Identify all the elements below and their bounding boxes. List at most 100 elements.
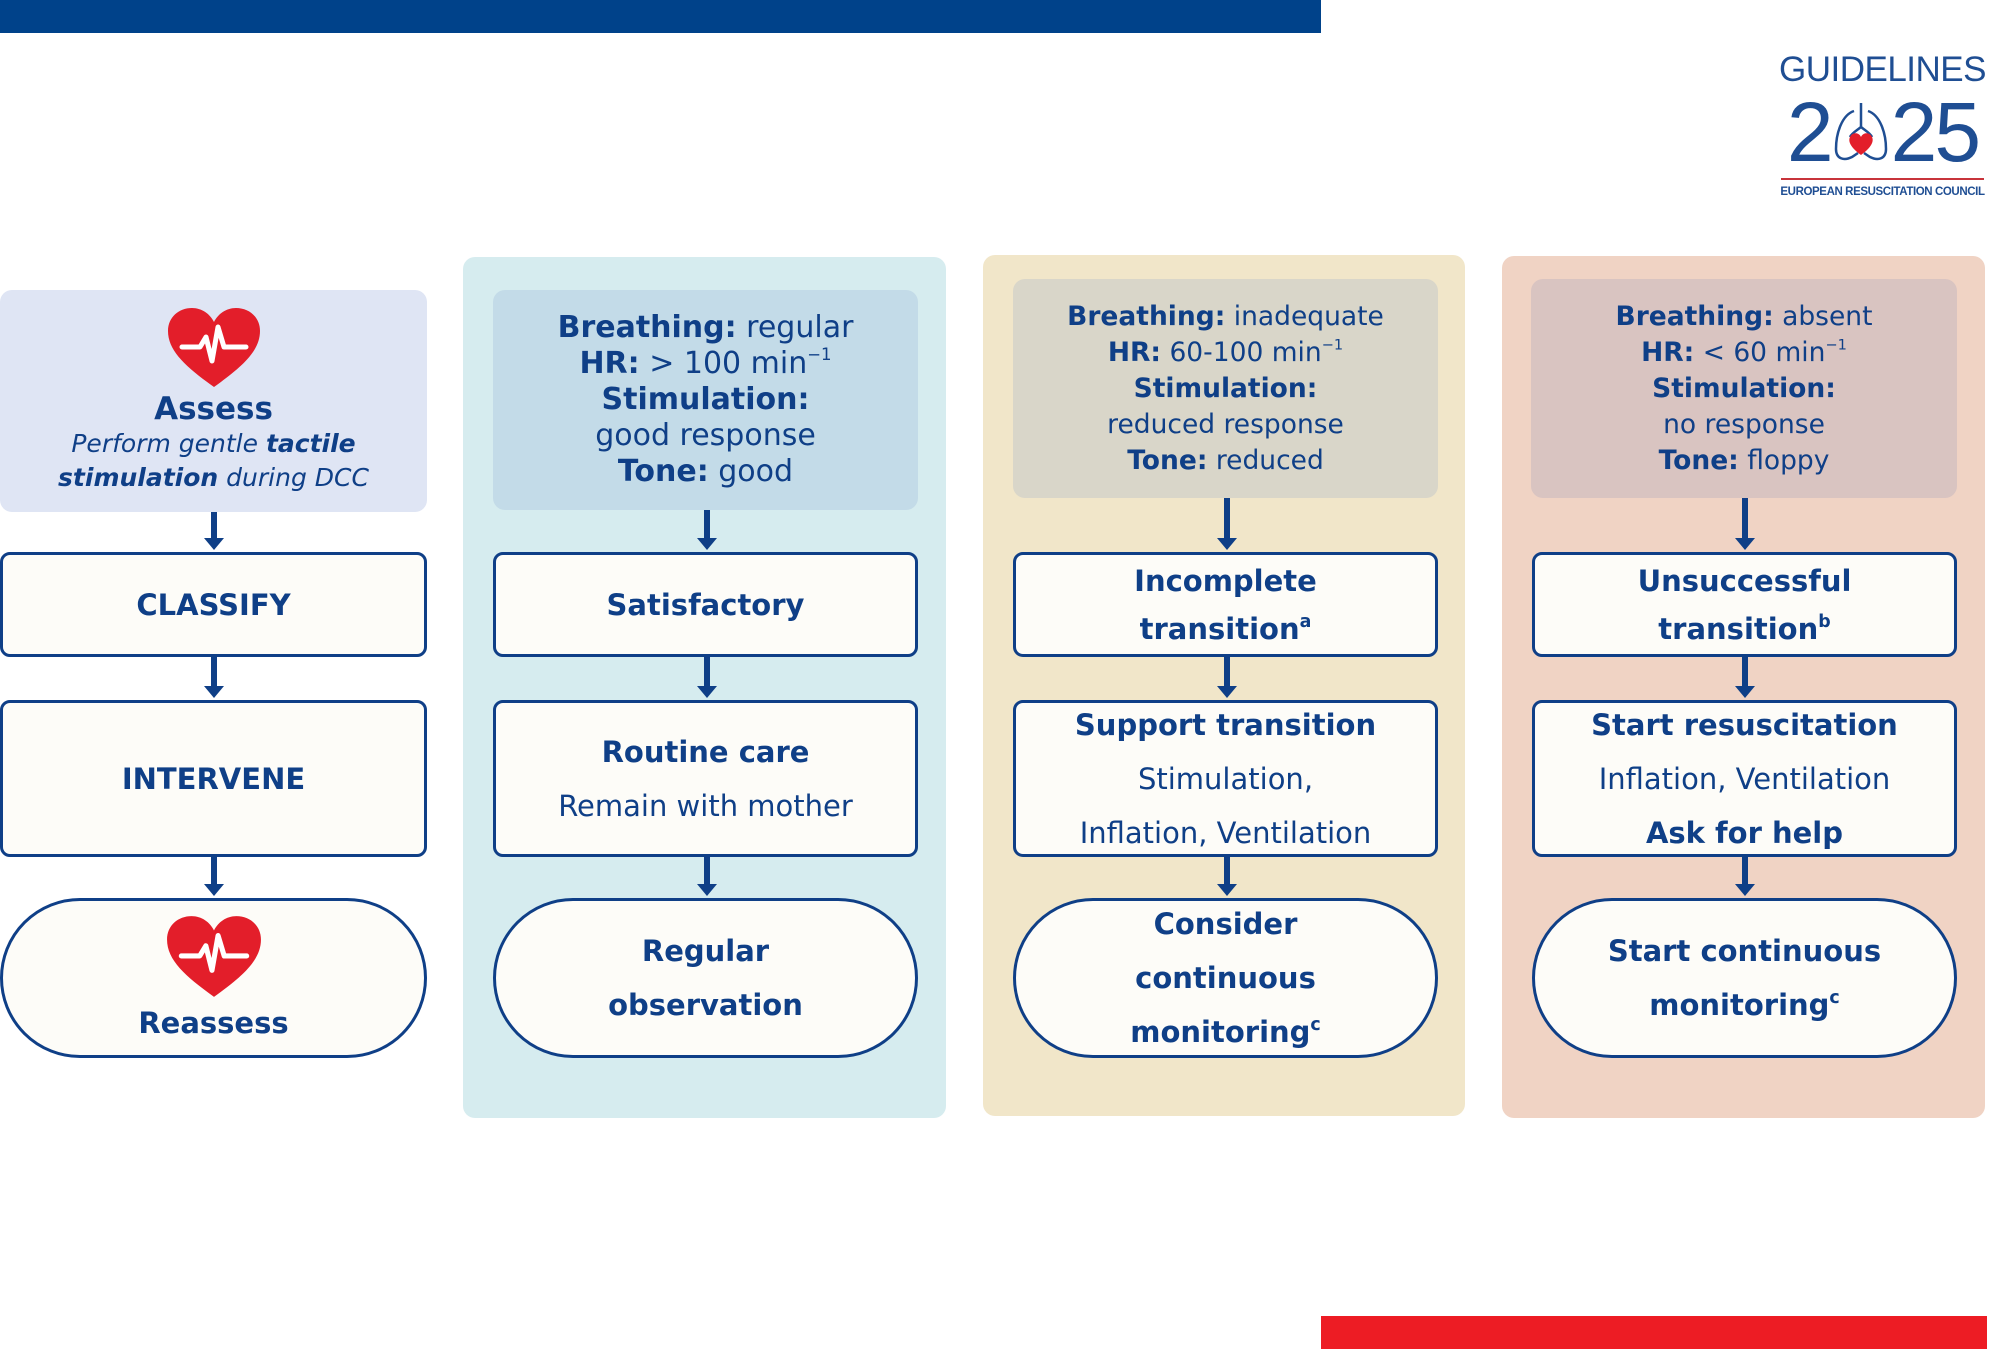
criteria-unit-exponent: −1 [1825, 335, 1847, 353]
classify-label: CLASSIFY [136, 587, 291, 622]
classification-label: transitiona [1140, 602, 1312, 656]
start-monitoring-reassess: Start continuous monitoringc [1532, 898, 1957, 1058]
intervention-line: Stimulation, [1137, 761, 1314, 796]
reassess-line: Consider [1153, 907, 1298, 941]
criteria-label: HR: [1641, 336, 1695, 368]
classification-label: Unsuccessful [1637, 563, 1852, 598]
criteria-stimulation: Stimulation: [1531, 371, 1957, 407]
criteria-label: HR: [1107, 336, 1162, 368]
reassess-line: Regular [641, 934, 770, 968]
criteria-label: Tone: [1658, 444, 1739, 476]
criteria-label: Breathing: [1615, 300, 1774, 332]
classification-text: transition [1658, 611, 1819, 646]
logo-guidelines-text: GUIDELINES [1779, 50, 1987, 89]
criteria-hr: HR: < 60 min−1 [1531, 335, 1957, 371]
criteria-value: regular [736, 310, 854, 345]
logo-year-suffix: 25 [1890, 85, 1981, 179]
criteria-label: Tone: [617, 454, 709, 489]
criteria-value: good [708, 454, 794, 489]
reassess-line: monitoringc [1130, 1005, 1320, 1059]
intervention-emphasis: Ask for help [1645, 815, 1844, 850]
criteria-label: Tone: [1127, 444, 1208, 476]
assess-box: Assess Perform gentle tactile stimulatio… [0, 290, 427, 512]
flow-arrow-down-icon [1215, 657, 1239, 700]
heart-pulse-icon [167, 308, 260, 387]
footnote-marker: c [1310, 1014, 1321, 1035]
criteria-value: inadequate [1225, 300, 1384, 332]
logo-organisation: EUROPEAN RESUSCITATION COUNCIL [1780, 186, 1985, 198]
heart-pulse-icon [166, 916, 261, 997]
reassess-line: monitoringc [1649, 978, 1839, 1032]
flow-arrow-down-icon [695, 510, 719, 552]
flow-arrow-down-icon [202, 512, 226, 552]
criteria-label: Stimulation: [601, 382, 810, 417]
intervene-step: INTERVENE [0, 700, 427, 857]
criteria-value: < 60 min [1694, 336, 1826, 368]
routine-care-intervention: Routine care Remain with mother [493, 700, 918, 857]
criteria-tone: Tone: good [493, 454, 918, 490]
assess-title: Assess [154, 391, 273, 427]
criteria-value: no response [1663, 408, 1825, 440]
criteria-label: Breathing: [557, 310, 737, 345]
flow-arrow-down-icon [202, 857, 226, 898]
flow-arrow-down-icon [202, 657, 226, 700]
criteria-unit-exponent: −1 [807, 344, 832, 364]
unsuccessful-transition-classification: Unsuccessful transitionb [1532, 552, 1957, 657]
criteria-tone: Tone: floppy [1531, 443, 1957, 479]
criteria-label: HR: [579, 346, 640, 381]
erc-guidelines-logo: GUIDELINES 2 25 EUROPEAN RESUSCITATION C… [1775, 50, 1990, 215]
flow-arrow-down-icon [1733, 857, 1757, 898]
logo-year: 2 25 [1775, 90, 1990, 174]
bottom-accent-bar [1321, 1316, 1987, 1349]
assess-text-part: during DCC [218, 463, 369, 492]
satisfactory-classification: Satisfactory [493, 552, 918, 657]
criteria-tone: Tone: reduced [1013, 443, 1438, 479]
top-brand-bar [0, 0, 1321, 33]
flow-arrow-down-icon [1733, 657, 1757, 700]
flow-arrow-down-icon [695, 657, 719, 700]
intervention-title: Routine care [601, 734, 810, 769]
assess-text-bold: tactile [265, 429, 356, 458]
criteria-value: absent [1773, 300, 1873, 332]
criteria-unit-exponent: −1 [1321, 335, 1344, 353]
footnote-marker: b [1818, 611, 1831, 632]
classification-label: Satisfactory [606, 587, 805, 622]
classification-label: Incomplete [1134, 563, 1317, 598]
intervention-title: Start resuscitation [1591, 707, 1898, 742]
start-resuscitation-intervention: Start resuscitation Inflation, Ventilati… [1532, 700, 1957, 857]
criteria-value: reduced response [1107, 408, 1344, 440]
reassess-line: Start continuous [1607, 934, 1882, 968]
lungs-heart-icon [1834, 103, 1887, 161]
classification-text: transition [1139, 611, 1300, 646]
criteria-label: Stimulation: [1652, 372, 1836, 404]
criteria-stimulation: Stimulation: [493, 382, 918, 418]
reassess-text: monitoring [1649, 988, 1830, 1022]
reassess-label: Reassess [138, 1006, 289, 1040]
classification-label: transitionb [1658, 602, 1830, 656]
criteria-label: Stimulation: [1133, 372, 1318, 404]
logo-divider [1781, 178, 1984, 180]
criteria-value: 60-100 min [1161, 336, 1322, 368]
intervene-label: INTERVENE [121, 761, 306, 796]
intervention-line: Inflation, Ventilation [1079, 815, 1372, 850]
criteria-hr: HR: > 100 min−1 [493, 346, 918, 382]
intervention-title: Support transition [1074, 707, 1377, 742]
classify-step: CLASSIFY [0, 552, 427, 657]
logo-year-prefix: 2 [1786, 85, 1834, 179]
intervention-line: Remain with mother [558, 788, 853, 823]
regular-observation-reassess: Regular observation [493, 898, 918, 1058]
criteria-breathing: Breathing: inadequate [1013, 299, 1438, 335]
assess-text-bold: stimulation [58, 463, 219, 492]
reassess-step: Reassess [0, 898, 427, 1058]
support-transition-intervention: Support transition Stimulation, Inflatio… [1013, 700, 1438, 857]
criteria-value: > 100 min [639, 346, 808, 381]
reassess-text: monitoring [1130, 1015, 1311, 1049]
criteria-breathing: Breathing: regular [493, 310, 918, 346]
assess-instruction: Perform gentle tactile stimulation durin… [0, 427, 427, 495]
criteria-value: reduced [1207, 444, 1324, 476]
criteria-breathing: Breathing: absent [1531, 299, 1957, 335]
criteria-hr: HR: 60-100 min−1 [1013, 335, 1438, 371]
satisfactory-criteria: Breathing: regular HR: > 100 min−1 Stimu… [493, 290, 918, 510]
intervention-line: Inflation, Ventilation [1598, 761, 1891, 796]
flow-arrow-down-icon [1215, 857, 1239, 898]
